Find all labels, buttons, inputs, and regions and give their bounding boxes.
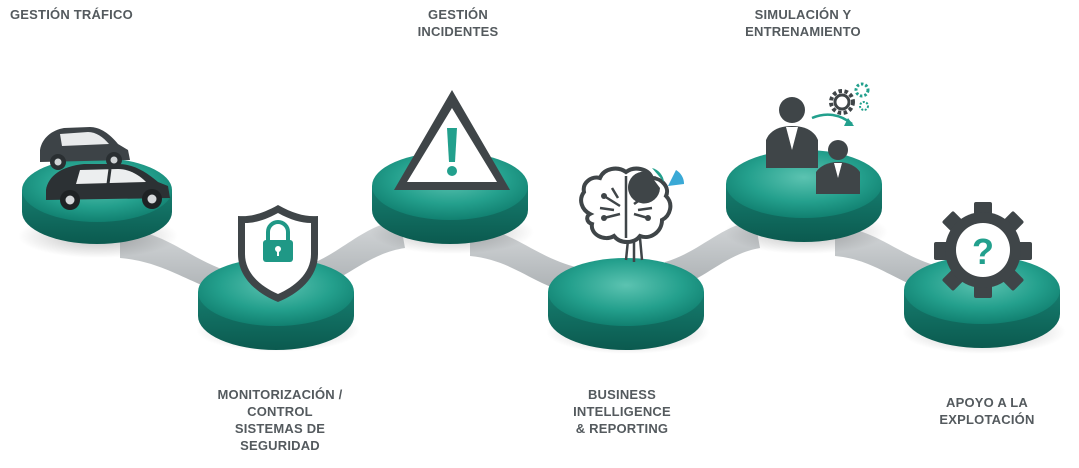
step-label-line: APOYO A LA (946, 395, 1028, 410)
step-label-line: ENTRENAMIENTO (745, 24, 861, 39)
step-label-line: SEGURIDAD (240, 438, 320, 453)
step-label-simulacion: SIMULACIÓN Y ENTRENAMIENTO (713, 6, 893, 40)
step-label-line: & REPORTING (575, 421, 669, 436)
step-label-line: SISTEMAS DE (234, 421, 326, 436)
svg-text:?: ? (972, 231, 994, 272)
step-label-line: MONITORIZACIÓN / (217, 387, 343, 402)
step-label-business-intelligence: BUSINESS INTELLIGENCE & REPORTING (532, 386, 712, 437)
platform-business-intelligence (546, 258, 710, 354)
step-label-line: GESTIÓN (428, 7, 488, 22)
warning-triangle-icon (394, 90, 510, 190)
platform-simulacion (724, 150, 888, 254)
step-label-line: CONTROL (247, 404, 313, 419)
step-label-gestion-trafico: GESTIÓN TRÁFICO (10, 6, 200, 23)
step-label-line: SIMULACIÓN Y (754, 7, 852, 22)
shield-lock-icon (238, 205, 318, 302)
step-label-line: BUSINESS (587, 387, 657, 402)
small-gear-icon (854, 82, 870, 111)
step-label-apoyo: APOYO A LA EXPLOTACIÓN (897, 394, 1077, 428)
people-gears-icon (766, 82, 870, 194)
gear-question-icon: ? (934, 202, 1032, 298)
step-label-gestion-incidentes: GESTIÓN INCIDENTES (368, 6, 548, 40)
step-label-line: GESTIÓN TRÁFICO (10, 7, 133, 22)
step-label-line: INTELLIGENCE (573, 404, 671, 419)
cars-icon (40, 127, 170, 210)
gear-icon (829, 89, 855, 115)
brain-chart-icon (579, 166, 685, 262)
step-label-monitorizacion: MONITORIZACIÓN / CONTROL SISTEMAS DE SEG… (190, 386, 370, 454)
step-label-line: INCIDENTES (417, 24, 499, 39)
step-label-line: EXPLOTACIÓN (939, 412, 1035, 427)
